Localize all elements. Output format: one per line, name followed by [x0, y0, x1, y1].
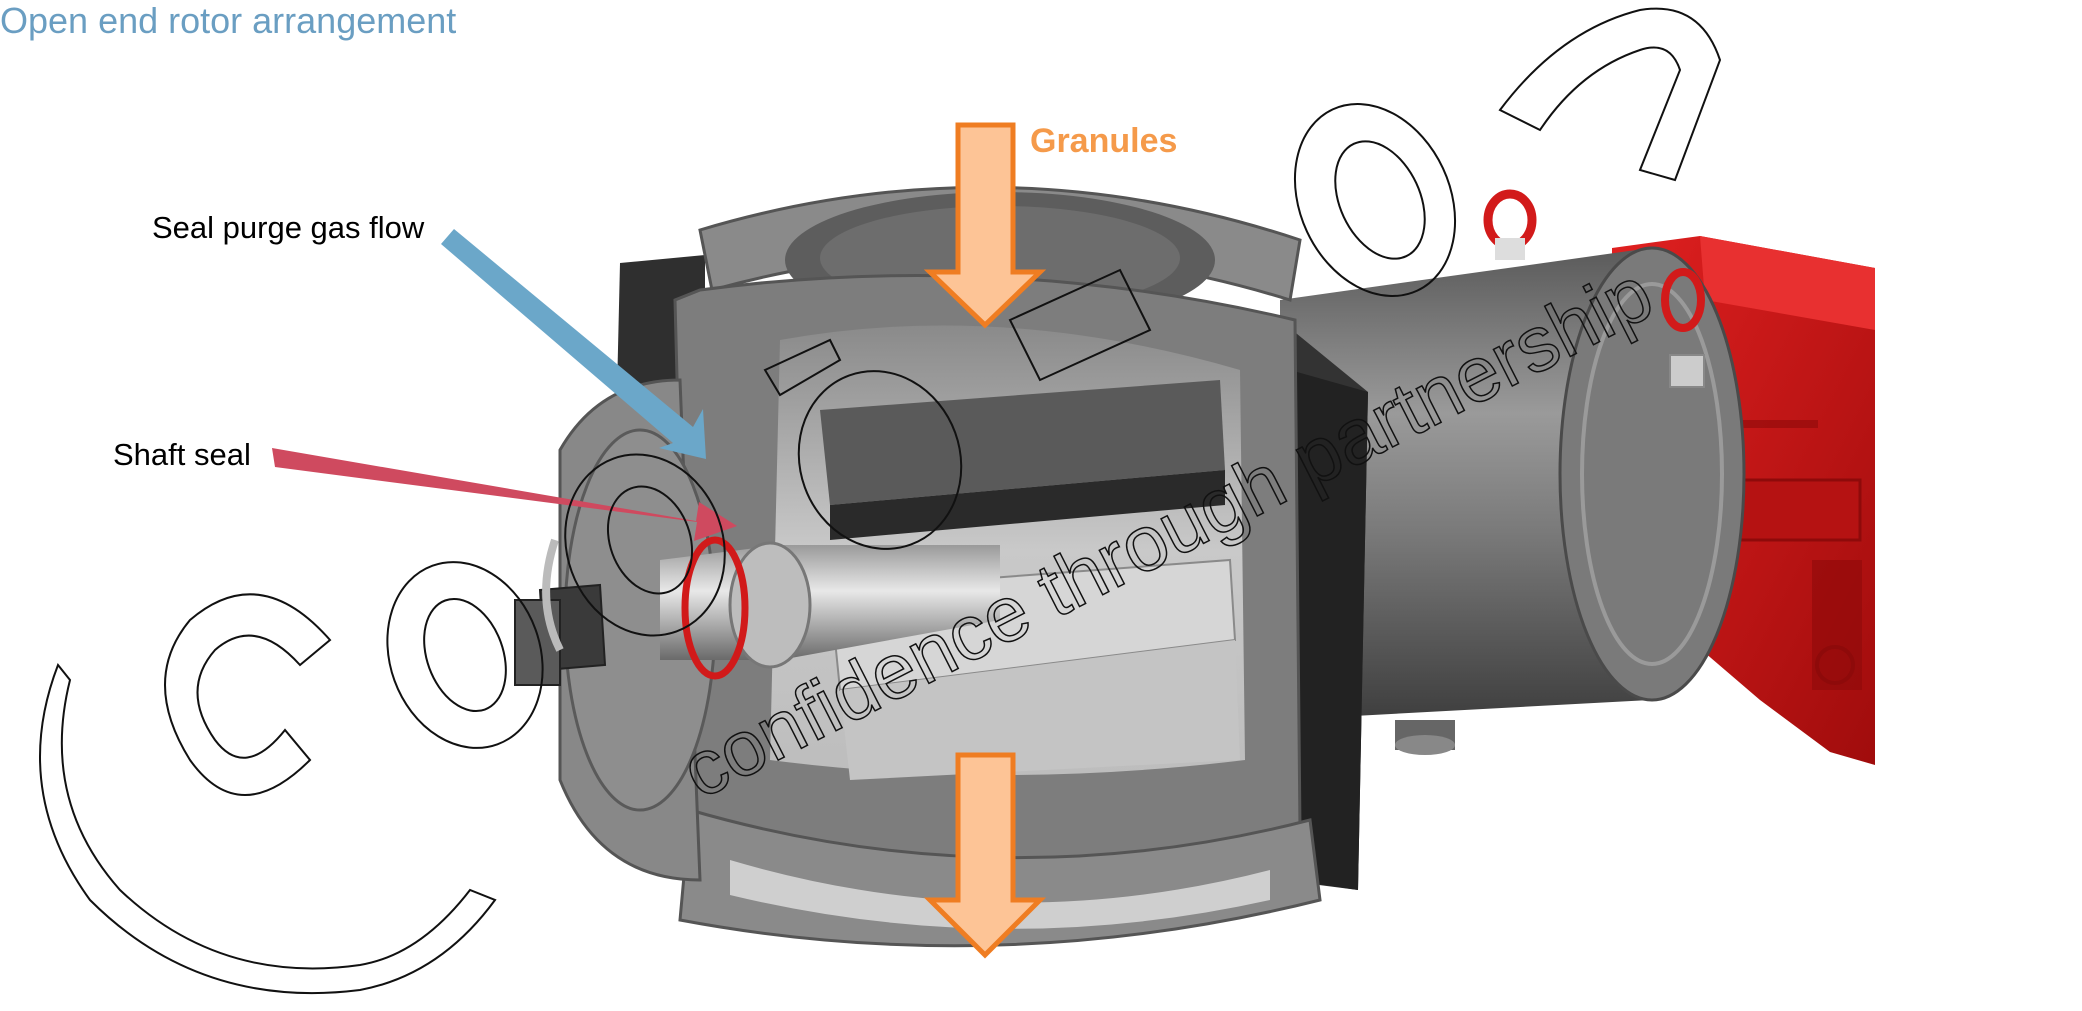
coperion-watermark: [39, 7, 1722, 995]
shaft-seal-arrow: [272, 448, 737, 541]
page-title: Open end rotor arrangement: [0, 0, 457, 41]
shaft-seal-label: Shaft seal: [113, 437, 251, 472]
granules-label: Granules: [1030, 122, 1178, 160]
granules-outlet-arrow: [923, 752, 1047, 959]
granules-inlet-arrow: [923, 122, 1047, 329]
drive-cylinder: [1280, 246, 1746, 755]
shaft-assembly: [514, 536, 1000, 686]
seal-purge-arrow: [441, 229, 706, 459]
seal-purge-label: Seal purge gas flow: [152, 210, 425, 245]
